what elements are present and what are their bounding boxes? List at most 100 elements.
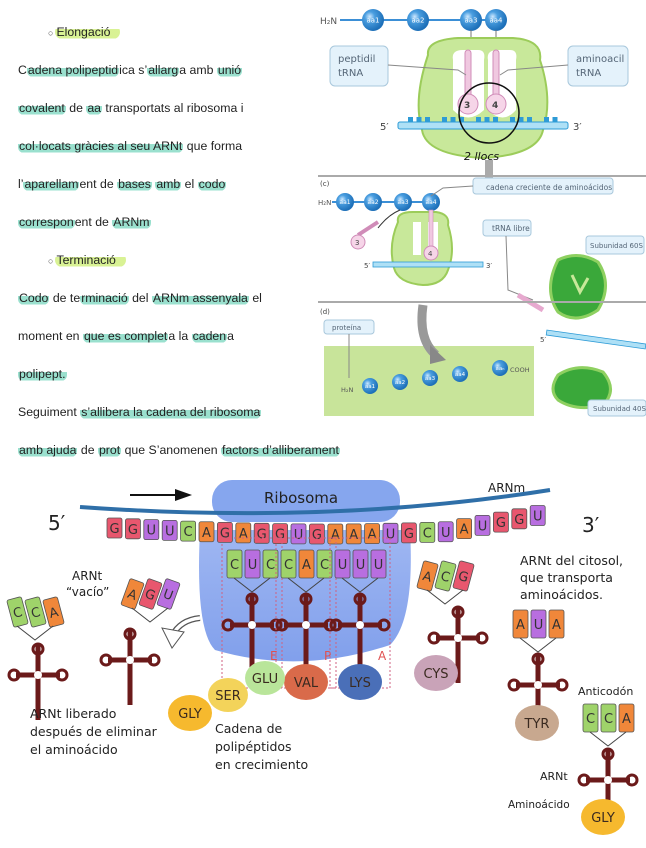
note-line: covalent de aa transportats al ribosoma … xyxy=(18,100,244,116)
highlighted-text: s’allibera la cadena del ribosoma xyxy=(80,405,262,419)
amino-acid-label: GLU xyxy=(252,672,278,687)
nucleotide: G xyxy=(452,560,475,592)
highlighted-text: covalent xyxy=(18,101,66,115)
highlighted-text: adena polipeptid xyxy=(26,63,120,77)
nucleotide-letter: G xyxy=(496,516,506,531)
amino-acid-label: aa4 xyxy=(425,199,436,206)
nucleotide-letter: G xyxy=(128,523,138,538)
trna-loop xyxy=(601,747,615,761)
nucleotide-letter: G xyxy=(456,569,470,586)
trna-loop xyxy=(245,592,259,606)
nucleotide-box xyxy=(474,514,491,536)
amino-acid-label: GLY xyxy=(591,811,615,826)
trna-center xyxy=(248,621,256,629)
nucleotide: U xyxy=(334,549,351,579)
trna-loop xyxy=(7,668,21,682)
nucleotide-letter: U xyxy=(533,510,543,525)
nucleotide: C xyxy=(226,549,243,579)
note-text: de te xyxy=(49,291,81,305)
nucleotide-box xyxy=(400,522,417,544)
mrna-strand xyxy=(79,488,551,516)
nucleotide-box xyxy=(308,523,325,545)
trna-loop xyxy=(427,631,441,645)
amino-acid-bead xyxy=(394,193,412,211)
amino-acid-bead xyxy=(492,360,508,376)
highlighted-text: amb ajuda xyxy=(18,443,78,457)
nucleotide-letter: A xyxy=(302,558,311,573)
svg-text:ARNt del citosol,: ARNt del citosol, xyxy=(520,553,623,568)
anticodon-link xyxy=(426,589,464,605)
svg-text:Subunidad 60S: Subunidad 60S xyxy=(590,242,643,250)
note-text: el xyxy=(248,291,262,305)
nucleotide: U xyxy=(143,519,160,541)
nucleotide-box xyxy=(492,511,509,533)
highlighted-text: bases xyxy=(117,177,152,191)
nucleotide-letter: C xyxy=(266,558,275,573)
nucleotide-box xyxy=(529,505,546,526)
nucleotide: G xyxy=(106,517,123,539)
mrna-label: ARNm xyxy=(488,481,525,495)
nucleotide: A xyxy=(235,522,252,544)
subunit-60s-callout xyxy=(585,235,645,255)
three-prime-label: 3′ xyxy=(582,513,600,537)
nucleotide-letter: U xyxy=(165,524,175,539)
five-prime-label: 5′ xyxy=(48,511,66,535)
svg-text:“vacío”: “vacío” xyxy=(66,585,109,599)
amino-acid-label: LYS xyxy=(349,676,371,691)
nucleotide-box xyxy=(434,560,457,592)
handwritten-circle xyxy=(458,82,520,144)
nucleotide-box xyxy=(244,549,261,579)
svg-text:3′: 3′ xyxy=(573,122,582,133)
svg-text:Aminoácido: Aminoácido xyxy=(508,799,570,811)
nucleotide-box xyxy=(42,596,65,628)
codon-dot xyxy=(425,117,430,122)
nucleotide-box xyxy=(419,521,436,543)
release-arrow-icon xyxy=(161,627,185,649)
trna-loop xyxy=(99,653,113,667)
nucleotide-letter: A xyxy=(552,618,561,633)
nucleotide-letter: U xyxy=(356,558,366,573)
nucleotide-box xyxy=(316,549,333,579)
nucleotide-box xyxy=(6,596,29,628)
svg-text:ARNt: ARNt xyxy=(72,569,103,583)
note-line: amb ajuda de prot que S’anomenen factors… xyxy=(18,442,340,458)
codon-dot xyxy=(527,117,532,122)
amino-acid-lys xyxy=(338,664,382,700)
nucleotide: U xyxy=(370,549,387,579)
trna-center xyxy=(604,776,612,784)
nucleotide-letter: A xyxy=(48,605,61,622)
nucleotide-letter: A xyxy=(460,523,469,538)
amino-acid-bead xyxy=(336,193,354,211)
nucleotide: C xyxy=(6,596,29,628)
svg-text:peptidil: peptidil xyxy=(338,54,375,65)
nucleotide-letter: G xyxy=(404,527,414,542)
note-line: col·locats gràcies al seu ARNt que forma xyxy=(18,138,242,154)
nucleotide: G xyxy=(492,511,509,533)
nucleotide: U xyxy=(382,522,399,544)
nucleotide-box xyxy=(327,523,344,545)
nucleotide: A xyxy=(548,609,565,639)
nucleotide-box xyxy=(24,596,47,628)
amino-acid-bead xyxy=(422,370,438,386)
nucleotide: C xyxy=(180,520,197,542)
bullet-icon: ○ xyxy=(48,28,54,38)
highlighted-text: factors d’alliberament xyxy=(220,443,340,457)
amino-acid-label: GLY xyxy=(178,707,202,722)
nucleotide: C xyxy=(280,549,297,579)
amino-acid-label: aa2 xyxy=(411,16,424,24)
nucleotide: U xyxy=(530,609,547,639)
highlighted-text: rminació xyxy=(80,291,129,305)
codon-dot xyxy=(518,117,524,122)
trna-center xyxy=(356,621,364,629)
note-line: Seguiment s’allibera la cadena del ribos… xyxy=(18,404,262,420)
svg-text:4: 4 xyxy=(428,250,433,258)
svg-text:el aminoácido: el aminoácido xyxy=(30,742,118,757)
amino-acid-tyr xyxy=(515,705,559,741)
amino-acid-label: aa3 xyxy=(425,376,436,382)
nucleotide: A xyxy=(198,521,215,543)
trna-loop xyxy=(275,618,289,632)
trna-center xyxy=(534,681,542,689)
nucleotide-letter: C xyxy=(30,605,43,622)
anticodon-link xyxy=(519,637,557,653)
